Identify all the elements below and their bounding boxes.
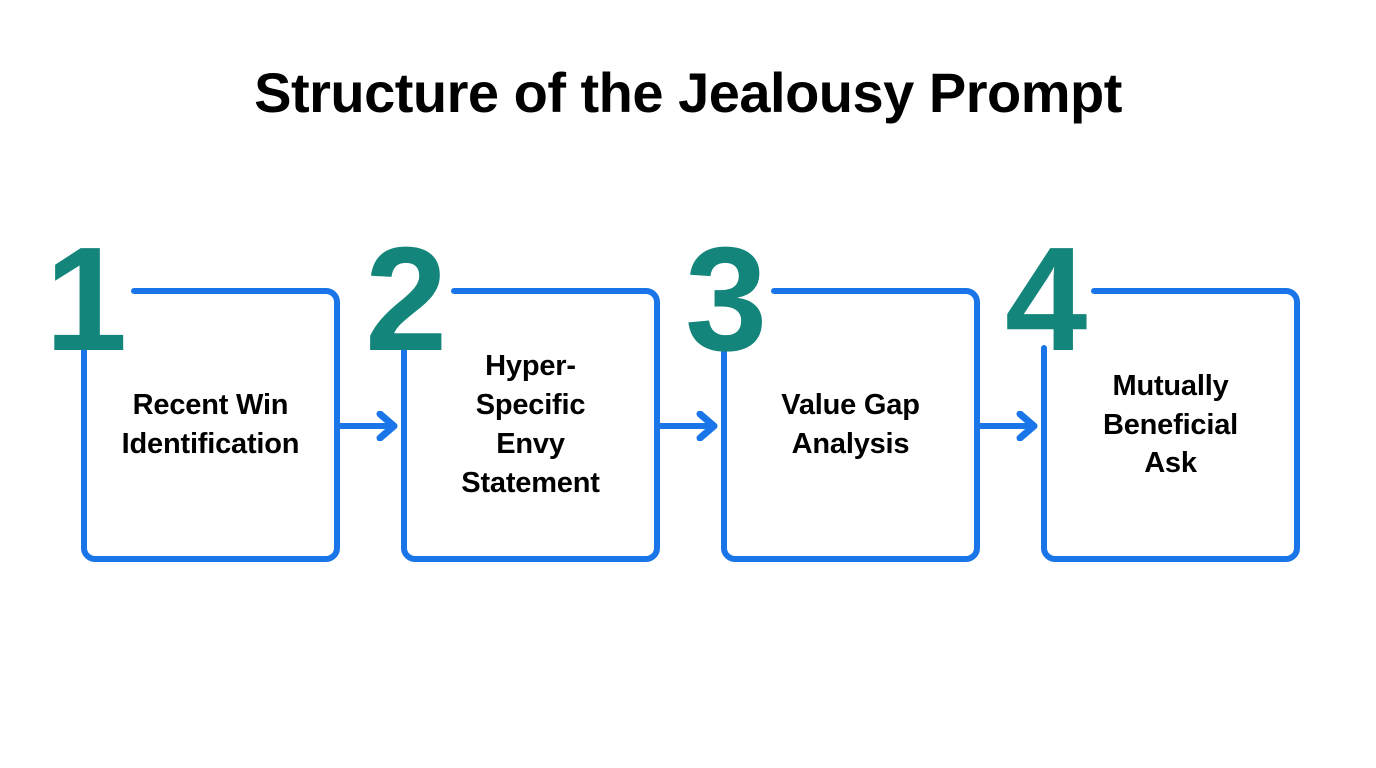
flow-step-4[interactable]: 4 Mutually Beneficial Ask [1005, 226, 1300, 562]
step-box-outline-3 [721, 288, 980, 562]
arrow-right-icon [340, 410, 398, 442]
arrow-right-icon [980, 410, 1038, 442]
step-number-2: 2 [365, 217, 447, 382]
flow-step-2[interactable]: 2 Hyper- Specific Envy Statement [365, 226, 660, 562]
step-number-3: 3 [685, 217, 767, 382]
step-label-text-3: Value Gap Analysis [781, 389, 920, 460]
step-number-4: 4 [1005, 217, 1087, 382]
step-number-1: 1 [45, 217, 127, 382]
flow-step-3[interactable]: 3 Value Gap Analysis [685, 226, 980, 562]
step-label-2: Hyper- Specific Envy Statement [401, 288, 660, 562]
connector-arrow-2-3 [660, 410, 721, 442]
flow-step-1[interactable]: 1 Recent Win Identification [45, 226, 340, 562]
arrow-right-icon [660, 410, 718, 442]
step-label-text-1: Recent Win Identification [121, 389, 300, 460]
page-title: Structure of the Jealousy Prompt [254, 61, 1122, 124]
step-box-outline-1 [81, 288, 340, 562]
step-label-3: Value Gap Analysis [721, 288, 980, 562]
step-label-4: Mutually Beneficial Ask [1041, 288, 1300, 562]
step-box-outline-4 [1041, 288, 1300, 562]
step-box-outline-2 [401, 288, 660, 562]
connector-arrow-1-2 [340, 410, 401, 442]
step-label-text-4: Mutually Beneficial Ask [1103, 369, 1238, 480]
step-label-text-2: Hyper- Specific Envy Statement [461, 350, 600, 499]
step-label-1: Recent Win Identification [81, 288, 340, 562]
connector-arrow-3-4 [980, 410, 1041, 442]
